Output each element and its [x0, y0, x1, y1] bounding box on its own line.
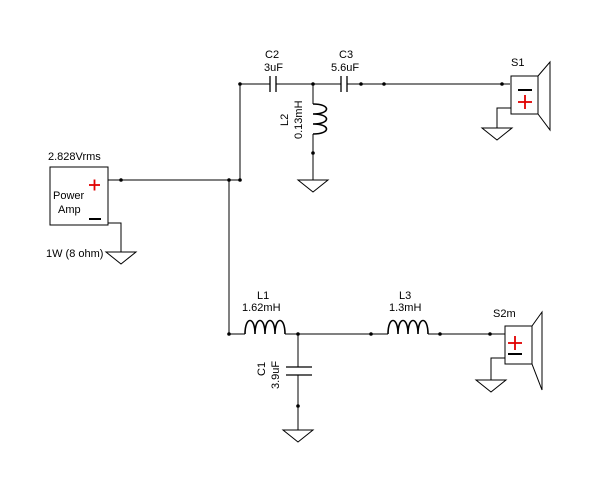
- speaker-s2m-magnet: [504, 325, 533, 365]
- capacitor-c2[interactable]: C2 3uF: [264, 49, 283, 92]
- l2-ground-icon: [296, 179, 330, 193]
- amp-ground-wire: [108, 222, 122, 252]
- c1-ground-icon: [281, 429, 315, 443]
- s1-ground-icon: [480, 127, 514, 141]
- s1-ref-label: S1: [511, 57, 524, 69]
- l2-ref-label: L2: [279, 114, 291, 126]
- c1-ref-label: C1: [256, 362, 268, 376]
- speaker-s1[interactable]: S1: [510, 57, 551, 132]
- l3-ref-label: L3: [399, 290, 411, 302]
- inductor-l3[interactable]: L3 1.3mH: [387, 290, 429, 335]
- amp-ground-icon: [104, 251, 138, 265]
- c1-value-label: 3.9uF: [270, 361, 282, 389]
- c2-value-label: 3uF: [264, 62, 283, 74]
- l1-value-label: 1.62mH: [242, 302, 281, 314]
- source-power-label: 1W (8 ohm): [46, 248, 103, 260]
- speaker-s2m[interactable]: S2m: [493, 308, 543, 391]
- inductor-l2[interactable]: L2 0.13mH: [279, 84, 328, 180]
- power-amp-box: [49, 166, 109, 226]
- s2m-ground-icon: [474, 379, 508, 393]
- capacitor-c1[interactable]: C1 3.9uF: [256, 334, 312, 430]
- c3-ref-label: C3: [339, 49, 353, 61]
- l2-value-label: 0.13mH: [293, 100, 305, 139]
- power-amp-label-line2: Amp: [58, 204, 81, 216]
- capacitor-c3[interactable]: C3 5.6uF: [331, 49, 359, 92]
- power-amp-source[interactable]: Power Amp: [49, 166, 109, 226]
- speaker-s1-cone: [537, 60, 551, 132]
- l3-value-label: 1.3mH: [389, 302, 421, 314]
- speaker-s2m-cone: [531, 310, 543, 391]
- c2-ref-label: C2: [265, 49, 279, 61]
- inductor-l1[interactable]: L1 1.62mH: [242, 290, 286, 335]
- s1-ground-wire: [496, 107, 511, 128]
- s2m-ground-wire: [490, 357, 505, 380]
- l1-ref-label: L1: [257, 290, 269, 302]
- tweeter-feed-wire: [239, 83, 270, 180]
- source-voltage-label: 2.828Vrms: [48, 151, 101, 163]
- c3-value-label: 5.6uF: [331, 62, 359, 74]
- s2m-ref-label: S2m: [493, 308, 516, 320]
- power-amp-label-line1: Power: [53, 190, 85, 202]
